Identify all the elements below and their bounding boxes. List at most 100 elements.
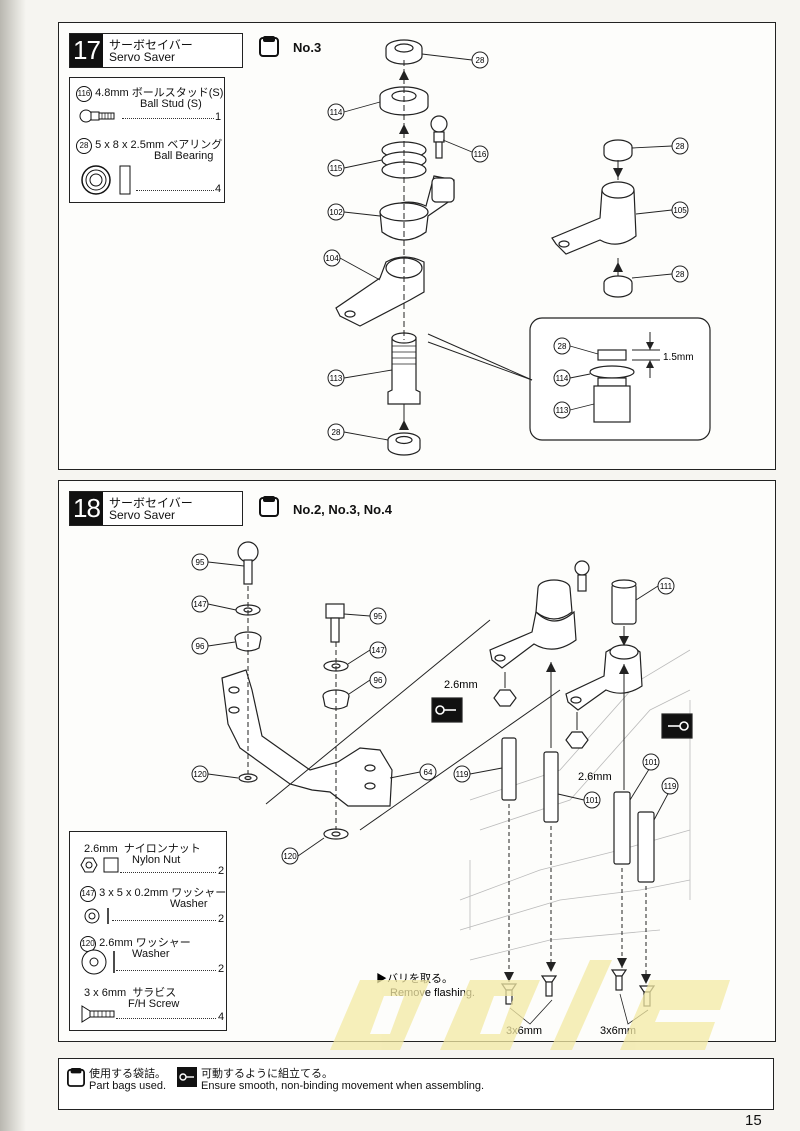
callout-circle [657, 577, 675, 595]
part-row-fh-screw: 3 x 6mm サラビス [84, 984, 176, 1000]
step-17-parts-box: 116 4.8mm ボールスタッド(S) Ball Stud (S) 1 28 … [69, 77, 225, 203]
callout-circle [191, 595, 209, 613]
part-size: 3 x 6mm [84, 987, 127, 999]
part-name-en: Washer [132, 948, 170, 960]
callout-circle [327, 203, 345, 221]
part-id-badge: 28 [76, 138, 92, 154]
callout-circle [191, 637, 209, 655]
callout-circle [553, 401, 571, 419]
callout-circle [671, 137, 689, 155]
idler-arm [565, 645, 643, 711]
part-name-jp: サラビス [132, 987, 177, 999]
saver-post [387, 337, 421, 405]
callout-number: 28 [558, 342, 567, 351]
callout-circle [671, 201, 689, 219]
nylon-nut-icon [80, 857, 119, 873]
part-callout: 101 [583, 791, 601, 809]
part-callout: 28 [471, 51, 489, 69]
callout-circle [419, 763, 437, 781]
dimension-label: 1.5mm [663, 352, 694, 363]
part-callout: 104 [323, 249, 341, 267]
part-row-washer-120: 120 2.6mm ワッシャー [80, 934, 191, 952]
part-size: 3 x 5 x 0.2mm [99, 887, 169, 899]
callout-circle [369, 641, 387, 659]
part-callout: 105 [671, 201, 689, 219]
part-callout: 111 [657, 577, 675, 595]
step-18-parts-box: 2.6mm ナイロンナット Nylon Nut 2 147 3 x 5 x 0.… [69, 831, 227, 1031]
bag-number-label: No.2, No.3, No.4 [293, 502, 392, 517]
leader-dots [122, 118, 214, 119]
callout-circle [327, 103, 345, 121]
callout-circle [327, 159, 345, 177]
part-size: 5 x 8 x 2.5mm [95, 139, 165, 151]
ball-stud-icon [79, 109, 115, 123]
callout-number: 119 [664, 782, 677, 791]
part-28-id: 28 5 x 8 x 2.5mm ベアリング [76, 136, 222, 154]
callout-number: 96 [374, 676, 383, 685]
callout-circle [453, 765, 471, 783]
watermark-logo [330, 960, 730, 1050]
callout-number: 95 [196, 558, 205, 567]
callout-circle [642, 753, 660, 771]
part-callout: 116 [471, 145, 489, 163]
part-qty: 4 [215, 183, 222, 195]
callout-number: 119 [456, 770, 469, 779]
callout-number: 101 [644, 758, 658, 767]
part-name-en: Washer [170, 898, 208, 910]
part-callout: 119 [453, 765, 471, 783]
callout-circle [583, 791, 601, 809]
callout-number: 28 [676, 142, 685, 151]
callout-circle [671, 265, 689, 283]
part-qty: 4 [218, 1011, 225, 1023]
ball-bearing-icon [81, 165, 131, 195]
callout-number: 114 [330, 108, 343, 117]
callout-number: 96 [196, 642, 205, 651]
callout-number: 113 [330, 374, 343, 383]
part-callout: 64 [419, 763, 437, 781]
callout-number: 102 [329, 208, 343, 217]
part-name-jp: ナイロンナット [123, 843, 201, 855]
callout-number: 64 [424, 768, 433, 777]
callout-circle [471, 145, 489, 163]
washer-120-icon [81, 949, 115, 975]
part-bag-icon [259, 36, 279, 57]
callout-circle [281, 847, 299, 865]
step-title-jp: サーボセイバー [109, 38, 193, 52]
part-bag-icon [67, 1068, 85, 1087]
part-name-jp: ベアリング [167, 139, 223, 151]
step-18-panel: 18 サーボセイバー Servo Saver No.2, No.3, No.4 … [58, 480, 776, 1042]
part-callout: 101 [642, 753, 660, 771]
part-size: 2.6mm [84, 843, 118, 855]
part-callout: 95 [369, 607, 387, 625]
nut-size-right-label: 2.6mm [578, 771, 612, 783]
part-name-en: Nylon Nut [132, 854, 181, 866]
callout-circle [327, 423, 345, 441]
callout-circle [661, 777, 679, 795]
part-name-en: Ball Stud (S) [140, 98, 202, 110]
part-qty: 2 [218, 913, 225, 925]
part-callout: 114 [327, 103, 345, 121]
callout-circle [369, 607, 387, 625]
legend-box: 使用する袋詰。 Part bags used. 可動するように組立てる。 Ens… [58, 1058, 774, 1110]
callout-number: 105 [673, 206, 687, 215]
smooth-movement-icon [177, 1067, 197, 1087]
part-name-en: Ball Bearing [154, 150, 214, 162]
part-callout: 96 [369, 671, 387, 689]
step-number: 18 [70, 492, 103, 525]
leader-dots [116, 1018, 216, 1019]
part-qty: 2 [218, 865, 225, 877]
page-binding-edge [0, 0, 26, 1131]
legend-bags-jp: 使用する袋詰。 [89, 1068, 166, 1080]
callout-number: 104 [325, 254, 339, 263]
callout-circle [553, 337, 571, 355]
legend-smooth-jp: 可動するように組立てる。 [201, 1068, 333, 1080]
part-name-jp: ボールスタッド(S) [131, 87, 224, 99]
step-title-jp: サーボセイバー [109, 496, 193, 510]
part-callout: 113 [553, 401, 571, 419]
legend-smooth-en: Ensure smooth, non-binding movement when… [201, 1080, 485, 1092]
part-size: 2.6mm [99, 937, 133, 949]
callout-circle [327, 369, 345, 387]
